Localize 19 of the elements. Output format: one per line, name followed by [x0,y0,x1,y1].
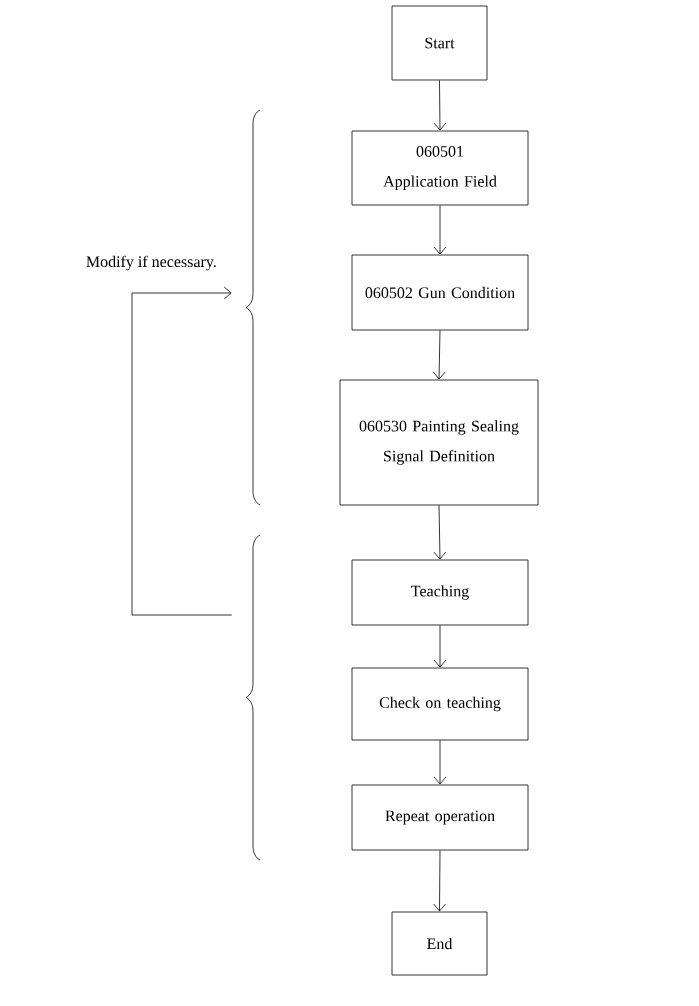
process-box: 060530 Painting Sealing Signal Definition [339,379,539,506]
process-box: End [391,911,488,976]
process-box: 060502 Gun Condition [351,254,529,331]
process-box: Teaching [351,559,529,626]
edge-label: Modify if necessary. [86,255,216,271]
process-box: 060501 Application Field [351,130,529,206]
curly-brace [245,534,261,861]
arrow [433,625,447,668]
arrow [433,850,446,912]
process-box: Repeat operation [351,784,529,851]
process-box: Check on teaching [351,667,529,741]
arrow [433,505,447,560]
arrow [433,740,447,785]
arrow [432,330,446,380]
process-box: Start [391,5,488,81]
arrow [433,205,447,255]
feedback-arrow [131,286,233,616]
curly-brace [245,109,261,506]
arrow [433,80,447,131]
